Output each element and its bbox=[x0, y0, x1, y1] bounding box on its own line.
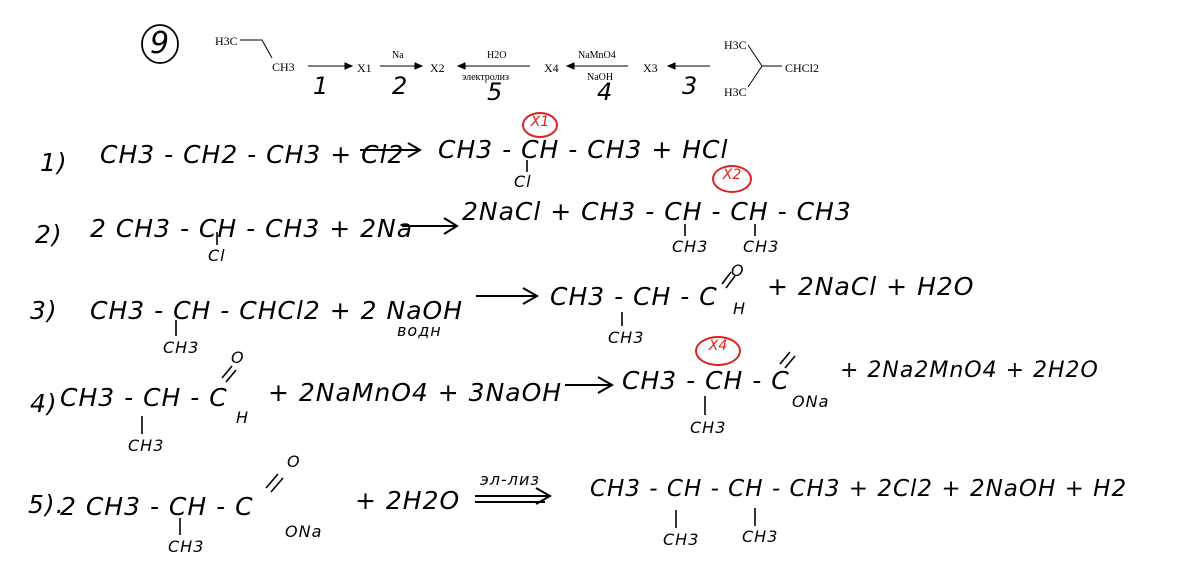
step-num-5: 5 bbox=[487, 78, 503, 106]
step2-label: 2) bbox=[35, 220, 63, 249]
step4-h: H bbox=[236, 408, 250, 427]
step5-ona: ONa bbox=[285, 522, 323, 541]
step5-label: 5). bbox=[28, 490, 65, 519]
start-ch3: CH3 bbox=[272, 60, 295, 74]
step1-left: CH3 - CH2 - CH3 + Cl2 bbox=[100, 140, 405, 169]
step-num-2: 2 bbox=[392, 72, 408, 100]
x2-tag: X2 bbox=[712, 165, 752, 193]
step3-product: CH3 - CH - C bbox=[550, 282, 718, 311]
step1-product: CH3 - CH - CH3 + HCl bbox=[438, 135, 729, 164]
step2-sub2: CH3 bbox=[743, 237, 780, 256]
step3-o: O bbox=[731, 261, 745, 280]
step5-left-sub: CH3 bbox=[168, 537, 205, 556]
step3-h: H bbox=[733, 299, 747, 318]
arrow4-bottom: NaOH bbox=[587, 72, 614, 83]
step3-cond: водн bbox=[397, 321, 442, 340]
step5-product: CH3 - CH - CH - CH3 + 2Cl2 + 2NaOH + H2 bbox=[590, 476, 1128, 502]
step5-mid: + 2H2O bbox=[355, 486, 461, 515]
step3-left: CH3 - CH - CHCl2 + 2 NaOH bbox=[90, 296, 463, 325]
step5-left: 2 CH3 - CH - C bbox=[60, 492, 254, 521]
step-num-4: 4 bbox=[597, 78, 613, 106]
step4-rest: + 2Na2MnO4 + 2H2O bbox=[840, 358, 1099, 383]
end-h3c-bottom: H3C bbox=[724, 85, 747, 99]
step4-product: CH3 - CH - C bbox=[622, 366, 790, 395]
step1-sub: Cl bbox=[514, 172, 532, 191]
step5-cond: эл-лиз bbox=[480, 470, 540, 489]
task-number: 9 bbox=[150, 26, 170, 61]
step2-product: 2NaCl + CH3 - CH - CH - CH3 bbox=[462, 197, 852, 226]
step-num-1: 1 bbox=[313, 72, 329, 100]
arrow2-label: Na bbox=[392, 50, 404, 61]
start-bonds bbox=[240, 39, 273, 59]
end-h3c-top: H3C bbox=[724, 38, 747, 52]
x4-tag: X4 bbox=[695, 336, 741, 366]
arrow5-top: H2O bbox=[487, 50, 507, 61]
step4-product-sub: CH3 bbox=[690, 418, 727, 437]
x1-tag: X1 bbox=[522, 112, 558, 138]
arrow5-bottom: электролиз bbox=[462, 72, 509, 83]
step-num-3: 3 bbox=[682, 72, 698, 100]
x3-label: X3 bbox=[643, 61, 658, 75]
hw-arrow-3 bbox=[476, 287, 540, 305]
x2-label: X2 bbox=[430, 61, 445, 75]
step4-mid: + 2NaMnO4 + 3NaOH bbox=[268, 378, 563, 407]
x1-label: X1 bbox=[357, 61, 372, 75]
step4-o: O bbox=[231, 348, 245, 367]
step3-rest: + 2NaCl + H2O bbox=[767, 272, 975, 301]
step3-product-sub: CH3 bbox=[608, 328, 645, 347]
step4-left: CH3 - CH - C bbox=[60, 383, 228, 412]
hw-arrow-5a bbox=[475, 487, 553, 505]
step4-label: 4) bbox=[30, 389, 58, 418]
step2-left: 2 CH3 - CH - CH3 + 2Na bbox=[90, 214, 414, 243]
step4-ona: ONa bbox=[792, 392, 830, 411]
step5-sub1: CH3 bbox=[663, 530, 700, 549]
step2-sub1: CH3 bbox=[672, 237, 709, 256]
step4-left-sub: CH3 bbox=[128, 436, 165, 455]
step3-left-sub: CH3 bbox=[163, 338, 200, 357]
step3-label: 3) bbox=[30, 296, 58, 325]
step5-o: O bbox=[287, 452, 301, 471]
start-h3c: H3C bbox=[215, 34, 238, 48]
step1-label: 1) bbox=[40, 148, 68, 177]
hw-arrow-4 bbox=[565, 376, 615, 394]
end-bonds bbox=[747, 44, 782, 88]
step2-left-sub: Cl bbox=[208, 246, 226, 265]
step5-sub2: CH3 bbox=[742, 527, 779, 546]
end-chcl2: CHCl2 bbox=[785, 61, 820, 75]
x4-label: X4 bbox=[544, 61, 559, 75]
arrow4-top: NaMnO4 bbox=[578, 50, 616, 61]
